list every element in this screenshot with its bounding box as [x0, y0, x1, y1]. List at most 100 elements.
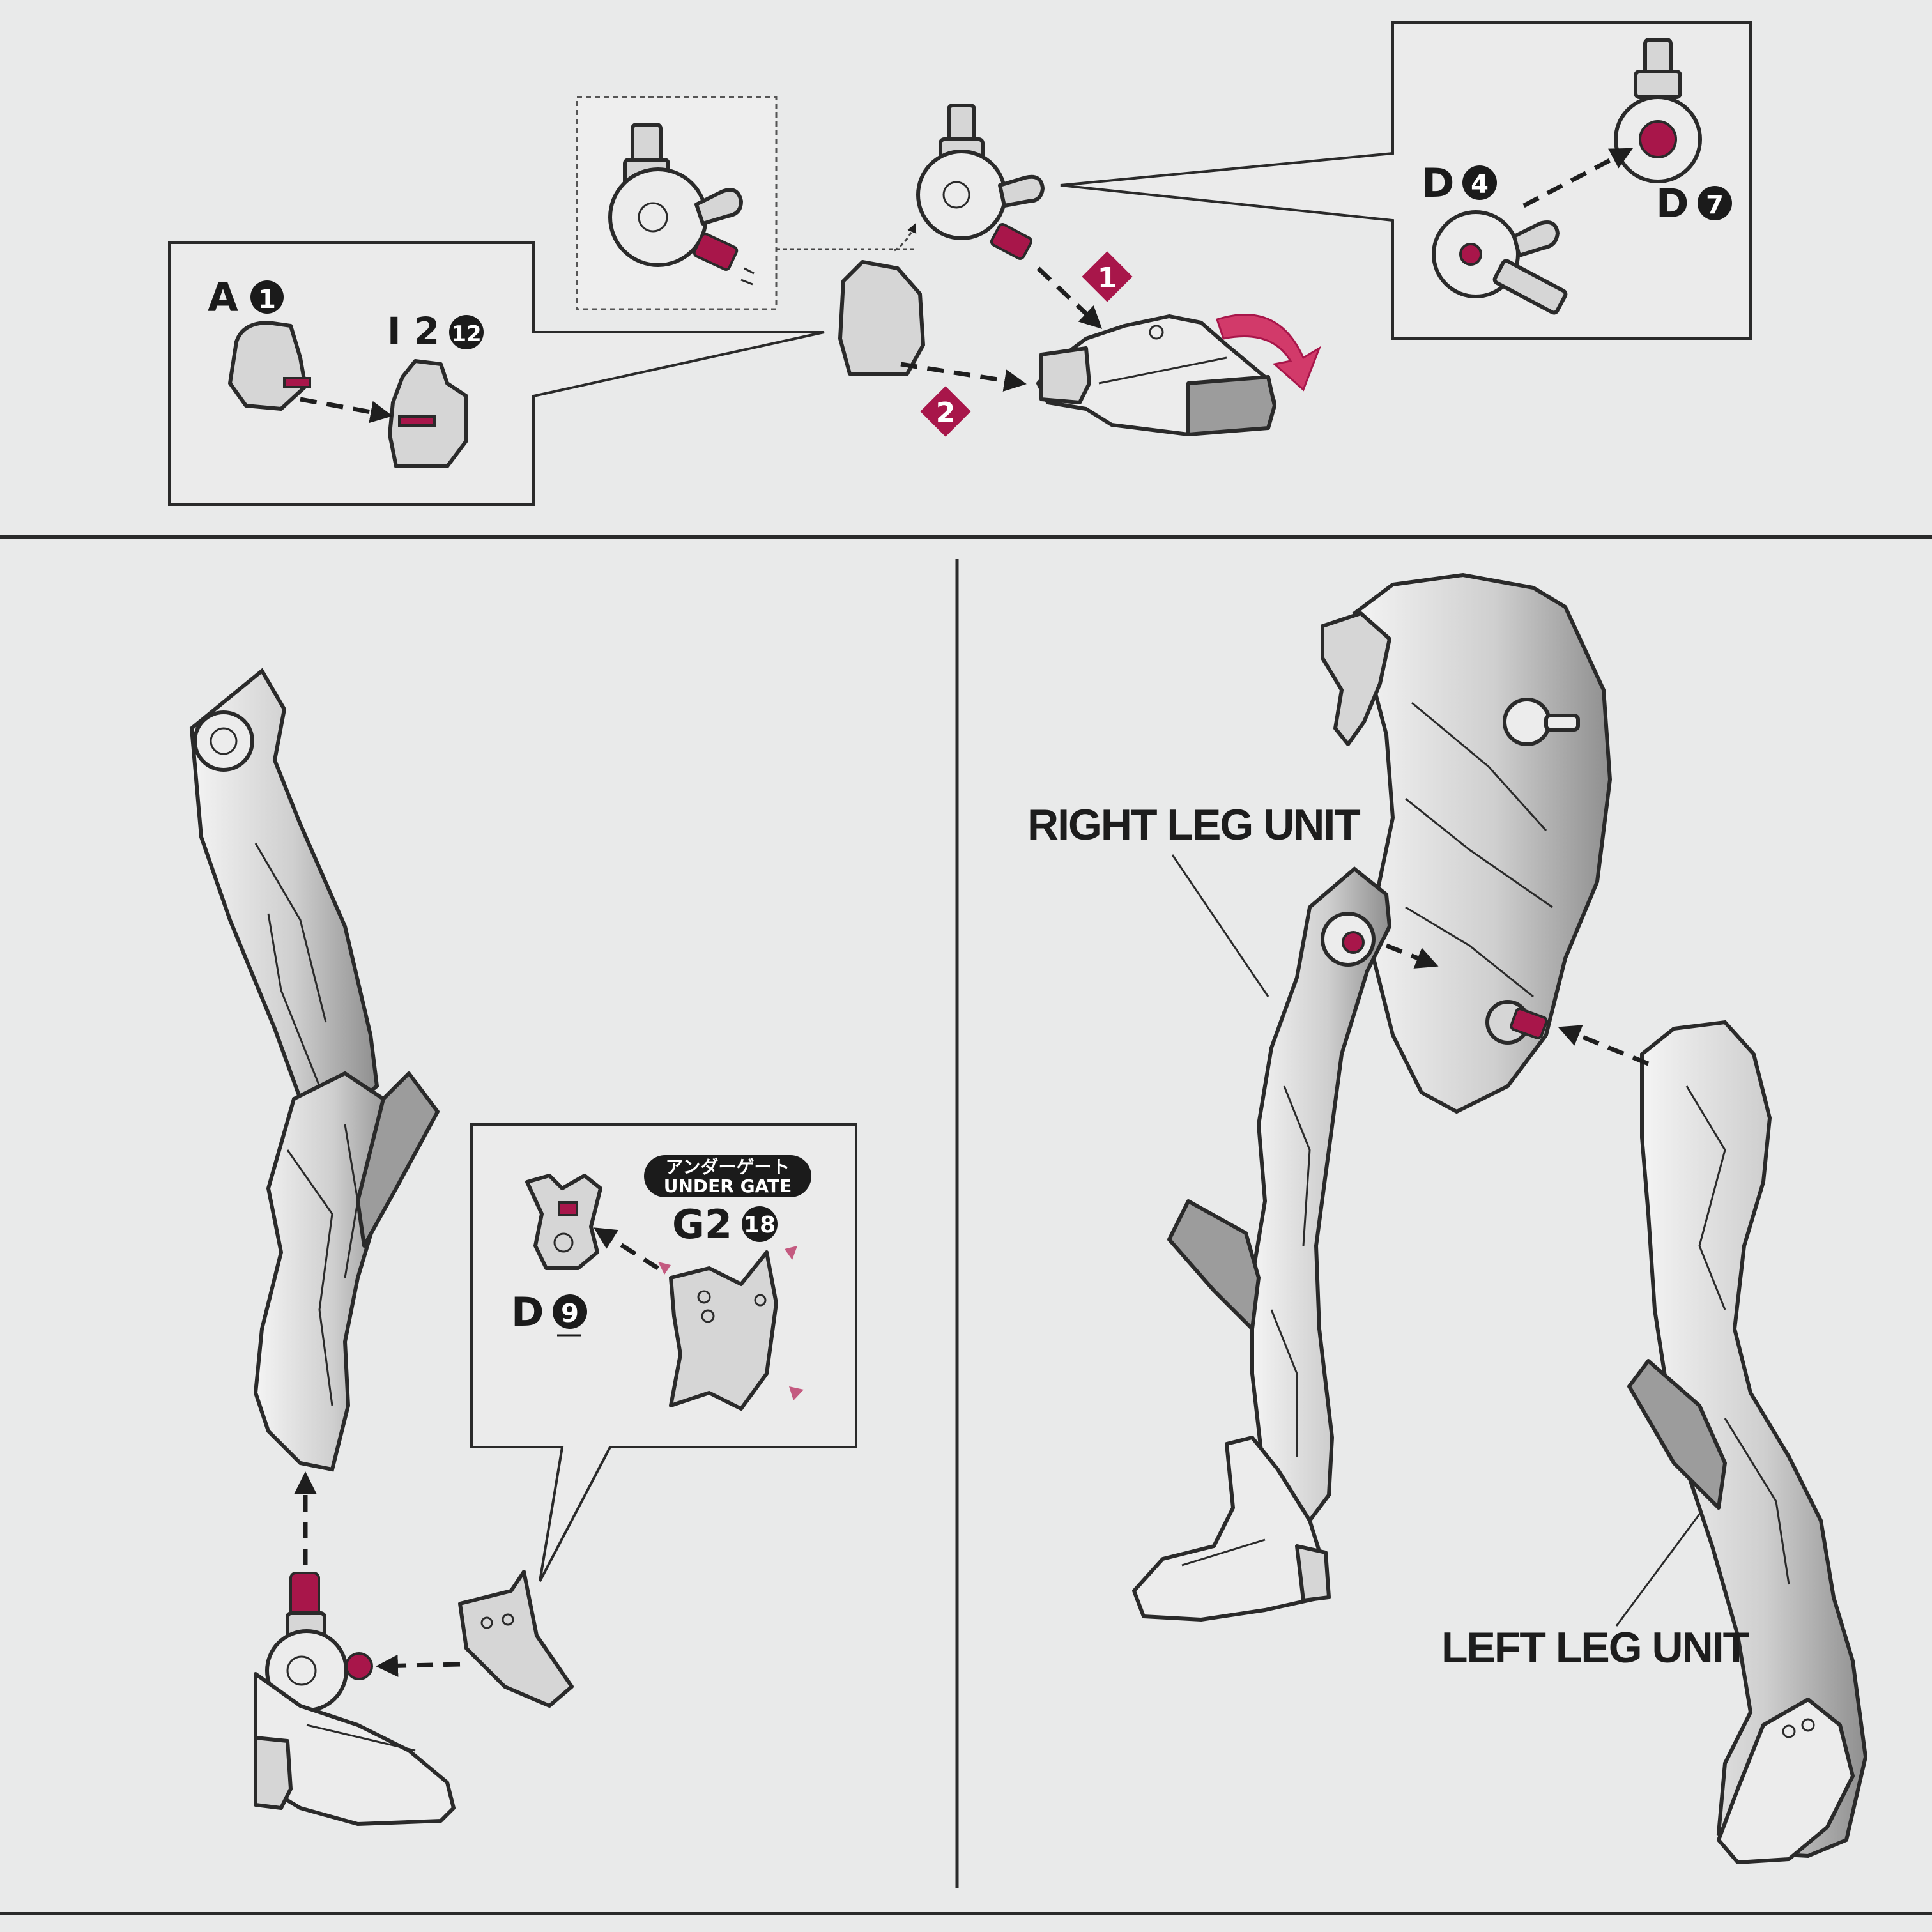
- joint-ring: [608, 167, 708, 267]
- part-d9-socket: [558, 1201, 578, 1216]
- label-i2: I 2: [387, 309, 440, 353]
- part-i2-12: [388, 359, 468, 468]
- label-d7-number: 7: [1706, 190, 1724, 220]
- part-i2-12-slot: [398, 415, 436, 427]
- foot-bottom-left-heel: [254, 1736, 293, 1810]
- part-g218: [669, 1250, 778, 1411]
- arrow-g218-to-d9: [594, 1227, 659, 1270]
- part-g218-hole-2: [701, 1309, 715, 1323]
- foot-top-rivet: [1149, 325, 1164, 340]
- foot-top-strap: [1098, 356, 1227, 385]
- thigh-panel-2: [267, 913, 321, 1087]
- label-a1-badge: [250, 280, 284, 314]
- leader-right-leg: [1171, 854, 1269, 997]
- dotted-link-arrow: [894, 223, 917, 252]
- part-d7-neck: [1634, 70, 1682, 99]
- arrow-d4-to-d7: [1522, 148, 1634, 208]
- waist-hip-pin: [1510, 1008, 1548, 1039]
- ankle-joint-stub: [998, 174, 1045, 208]
- part-a1: [228, 321, 307, 411]
- callout-d9-g218: アンダーゲート UNDER GATE G2 18 D 9: [470, 1123, 857, 1582]
- right-leg-panel-1: [1283, 1085, 1311, 1246]
- right-knee-guard: [1167, 1199, 1261, 1331]
- step1-badge: 1: [1082, 251, 1133, 302]
- rotate-arrow: [1216, 314, 1321, 392]
- waist-panel-2: [1405, 797, 1553, 908]
- step1-arrow: [1036, 266, 1103, 329]
- svg-text:1: 1: [1098, 262, 1117, 295]
- step2-badge: 2: [920, 386, 971, 437]
- left-foot-rivet-1: [1782, 1724, 1796, 1738]
- ankle-joint-ring: [916, 150, 1007, 240]
- hip-socket-inner: [210, 727, 238, 755]
- foot-bottom-left-strap: [306, 1724, 416, 1752]
- label-right-leg-unit: RIGHT LEG UNIT: [1027, 801, 1360, 849]
- right-leg-panel-2: [1270, 1309, 1298, 1457]
- shin-cover-top: [838, 260, 925, 376]
- joint-peg: [693, 233, 739, 271]
- joint-flick-1: [744, 267, 755, 275]
- ankle-joint-hole: [942, 181, 970, 209]
- right-foot: [1132, 1436, 1328, 1621]
- label-g218-badge: [742, 1206, 778, 1242]
- waist-panel-3: [1405, 906, 1534, 998]
- label-i12-number: 12: [451, 321, 481, 347]
- joint-flick-2: [740, 279, 753, 286]
- label-g218-number: 18: [744, 1212, 776, 1238]
- waist-hip-ball: [1503, 698, 1551, 746]
- part-d4-peg: [1492, 259, 1568, 315]
- label-a1-number: 1: [258, 285, 276, 314]
- ankle-joint-peg: [990, 223, 1033, 260]
- label-d4-number: 4: [1471, 170, 1489, 199]
- shin-cover-loose-hole-2: [502, 1613, 514, 1626]
- shin-panel-1: [286, 1149, 334, 1406]
- left-panel-leg: [189, 668, 574, 1826]
- part-a1-peg: [283, 377, 311, 388]
- label-g2: G2: [672, 1201, 732, 1248]
- left-leg-panel-2: [1724, 1418, 1790, 1585]
- waist-front-lobe: [1321, 611, 1392, 746]
- left-foot: [1717, 1698, 1855, 1864]
- left-knee-guard: [1627, 1359, 1727, 1510]
- part-d4-stub: [1512, 220, 1560, 257]
- gate-marker-3: [789, 1386, 804, 1400]
- foot-top-heel: [1039, 346, 1091, 404]
- under-gate-badge: [644, 1155, 811, 1197]
- ankle-joint-post: [947, 103, 976, 144]
- label-d9-badge: [553, 1294, 587, 1329]
- joint-post: [631, 123, 663, 165]
- ankle-peg: [289, 1572, 320, 1619]
- shin-panel-2: [344, 1124, 359, 1278]
- part-d7-socket: [1639, 120, 1677, 158]
- right-leg: [1250, 866, 1392, 1523]
- shin-cover-loose-hole-1: [480, 1616, 493, 1629]
- part-g218-hole-1: [697, 1290, 711, 1304]
- arrow-right-leg-to-waist: [1385, 943, 1439, 969]
- step2-arrow: [900, 362, 1027, 392]
- callout-joint-detail: [576, 96, 778, 310]
- right-foot-heel: [1295, 1544, 1331, 1602]
- part-d9-hole: [553, 1232, 574, 1253]
- label-a1: A: [208, 274, 238, 321]
- thigh-panel-1: [254, 843, 327, 1023]
- ankle-joint: [916, 103, 1045, 260]
- arrow-cover-to-ankle: [376, 1654, 461, 1677]
- right-foot-strap: [1181, 1538, 1266, 1567]
- callout-d4-d7: D 4 D 7: [1060, 21, 1752, 340]
- right-panel-assembly: RIGHT LEG UNIT LEFT LEG UNIT: [1027, 572, 1868, 1864]
- svg-text:2: 2: [936, 397, 956, 429]
- joint-stub: [694, 188, 743, 226]
- under-gate-en: UNDER GATE: [664, 1176, 792, 1197]
- label-d7-badge: [1698, 186, 1732, 220]
- gate-marker-1: [658, 1262, 671, 1275]
- part-d4-socket: [1459, 243, 1482, 266]
- arrow-left-leg-to-waist: [1558, 1025, 1650, 1066]
- label-d4-badge: [1462, 165, 1497, 200]
- label-d9-number: 9: [561, 1299, 579, 1328]
- foot-top: [1036, 314, 1276, 436]
- waist-panel-1: [1411, 702, 1547, 832]
- ankle-ring-hole: [286, 1655, 317, 1686]
- left-leg-panel-1: [1685, 1085, 1726, 1310]
